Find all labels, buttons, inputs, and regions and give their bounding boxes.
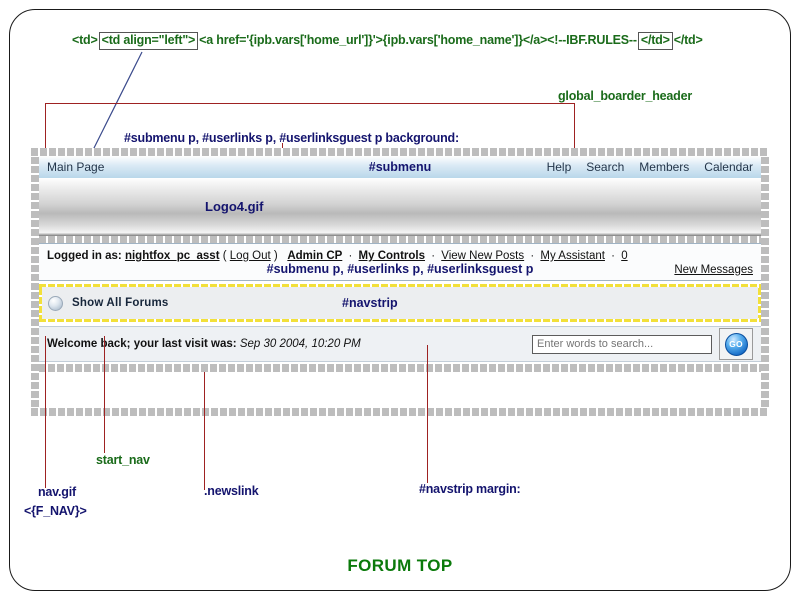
my-assistant-link[interactable]: My Assistant <box>540 250 605 262</box>
code-part-2: <a href='{ipb.vars['home_url']}'>{ipb.va… <box>199 33 637 47</box>
submenu-link-calendar[interactable]: Calendar <box>704 160 753 174</box>
admin-cp-link[interactable]: Admin CP <box>287 250 343 262</box>
paren-open: ( <box>222 250 227 262</box>
welcome-text: Welcome back; your last visit was: Sep 3… <box>47 338 361 350</box>
my-controls-link[interactable]: My Controls <box>358 250 425 262</box>
go-button-frame[interactable]: GO <box>719 328 753 360</box>
nav-bullet-icon <box>48 295 63 311</box>
userlinks-sep-2: · <box>431 250 436 262</box>
annotation-submenu: #submenu <box>368 160 432 174</box>
last-visit-date: Sep 30 2004, 10:20 PM <box>239 338 361 350</box>
userlinks-sep-3: · <box>530 250 535 262</box>
go-button[interactable]: GO <box>724 332 748 356</box>
annotation-navstrip-margin: #navstrip margin: <box>419 482 521 496</box>
userlinks-sep-4: · <box>611 250 615 262</box>
username-link[interactable]: nightfox_pc_asst <box>124 250 220 262</box>
new-messages-link[interactable]: New Messages <box>674 264 753 276</box>
submenu-link-help[interactable]: Help <box>546 160 572 174</box>
page-title: FORUM TOP <box>347 556 453 575</box>
submenu-link-search[interactable]: Search <box>586 160 625 174</box>
panel-bottom-dashed-strip <box>39 364 761 372</box>
view-new-posts-link[interactable]: View New Posts <box>441 250 525 262</box>
search-area: GO <box>532 328 753 360</box>
code-boxed-td-align: <td align="left"> <box>98 32 199 51</box>
code-snippet-line: <td><td align="left"><a href='{ipb.vars[… <box>72 32 703 51</box>
submenu-bar: Main Page Help Search Members Calendar #… <box>39 156 761 178</box>
leader-newslink <box>204 372 206 490</box>
leader-start-nav <box>104 336 106 453</box>
leader-navstrip-margin <box>427 345 429 483</box>
welcome-bar: Welcome back; your last visit was: Sep 3… <box>39 326 761 362</box>
logo-strip: Logo4.gif <box>39 178 761 236</box>
navstrip-bar: Show All Forums #navstrip <box>42 287 758 319</box>
code-part-3: </td> <box>673 33 703 47</box>
show-all-forums-link[interactable]: Show All Forums <box>72 297 169 309</box>
annotation-userlinks-p: #submenu p, #userlinks p, #userlinksgues… <box>266 262 534 276</box>
annotation-start-nav: start_nav <box>96 453 150 467</box>
paren-close: ) <box>273 250 278 262</box>
userlinks-sep-1: · <box>348 250 353 262</box>
new-messages-count[interactable]: 0 <box>621 250 628 262</box>
logo-image-label: Logo4.gif <box>205 199 264 214</box>
welcome-prefix: Welcome back; your last visit was: <box>47 338 237 350</box>
leader-top-left-drop <box>45 103 47 158</box>
annotation-navstrip: #navstrip <box>342 296 398 310</box>
annotation-global-boarder-header: global_boarder_header <box>558 89 693 103</box>
forum-mockup-panel: Main Page Help Search Members Calendar #… <box>31 148 769 416</box>
panel-separator-dashed <box>39 236 761 243</box>
logged-in-as-label: Logged in as: <box>47 250 122 262</box>
annotation-submenu-background: #submenu p, #userlinks p, #userlinksgues… <box>124 131 459 145</box>
leader-top-rail <box>45 103 575 105</box>
annotation-f-nav: <{F_NAV}> <box>24 504 87 518</box>
submenu-link-members[interactable]: Members <box>639 160 690 174</box>
code-boxed-td-close: </td> <box>637 32 673 51</box>
code-part-1: <td> <box>72 33 98 47</box>
navstrip-highlight-box: Show All Forums #navstrip <box>39 284 761 322</box>
leader-nav-gif <box>45 336 47 488</box>
log-out-link[interactable]: Log Out <box>229 250 271 262</box>
userlinks-bar: Logged in as: nightfox_pc_asst ( Log Out… <box>39 243 761 281</box>
leader-global-boarder-header <box>574 103 576 181</box>
annotation-newslink: .newslink <box>204 484 259 498</box>
submenu-link-main-page[interactable]: Main Page <box>47 160 105 174</box>
search-input[interactable] <box>532 334 712 354</box>
annotation-nav-gif: nav.gif <box>38 485 76 499</box>
